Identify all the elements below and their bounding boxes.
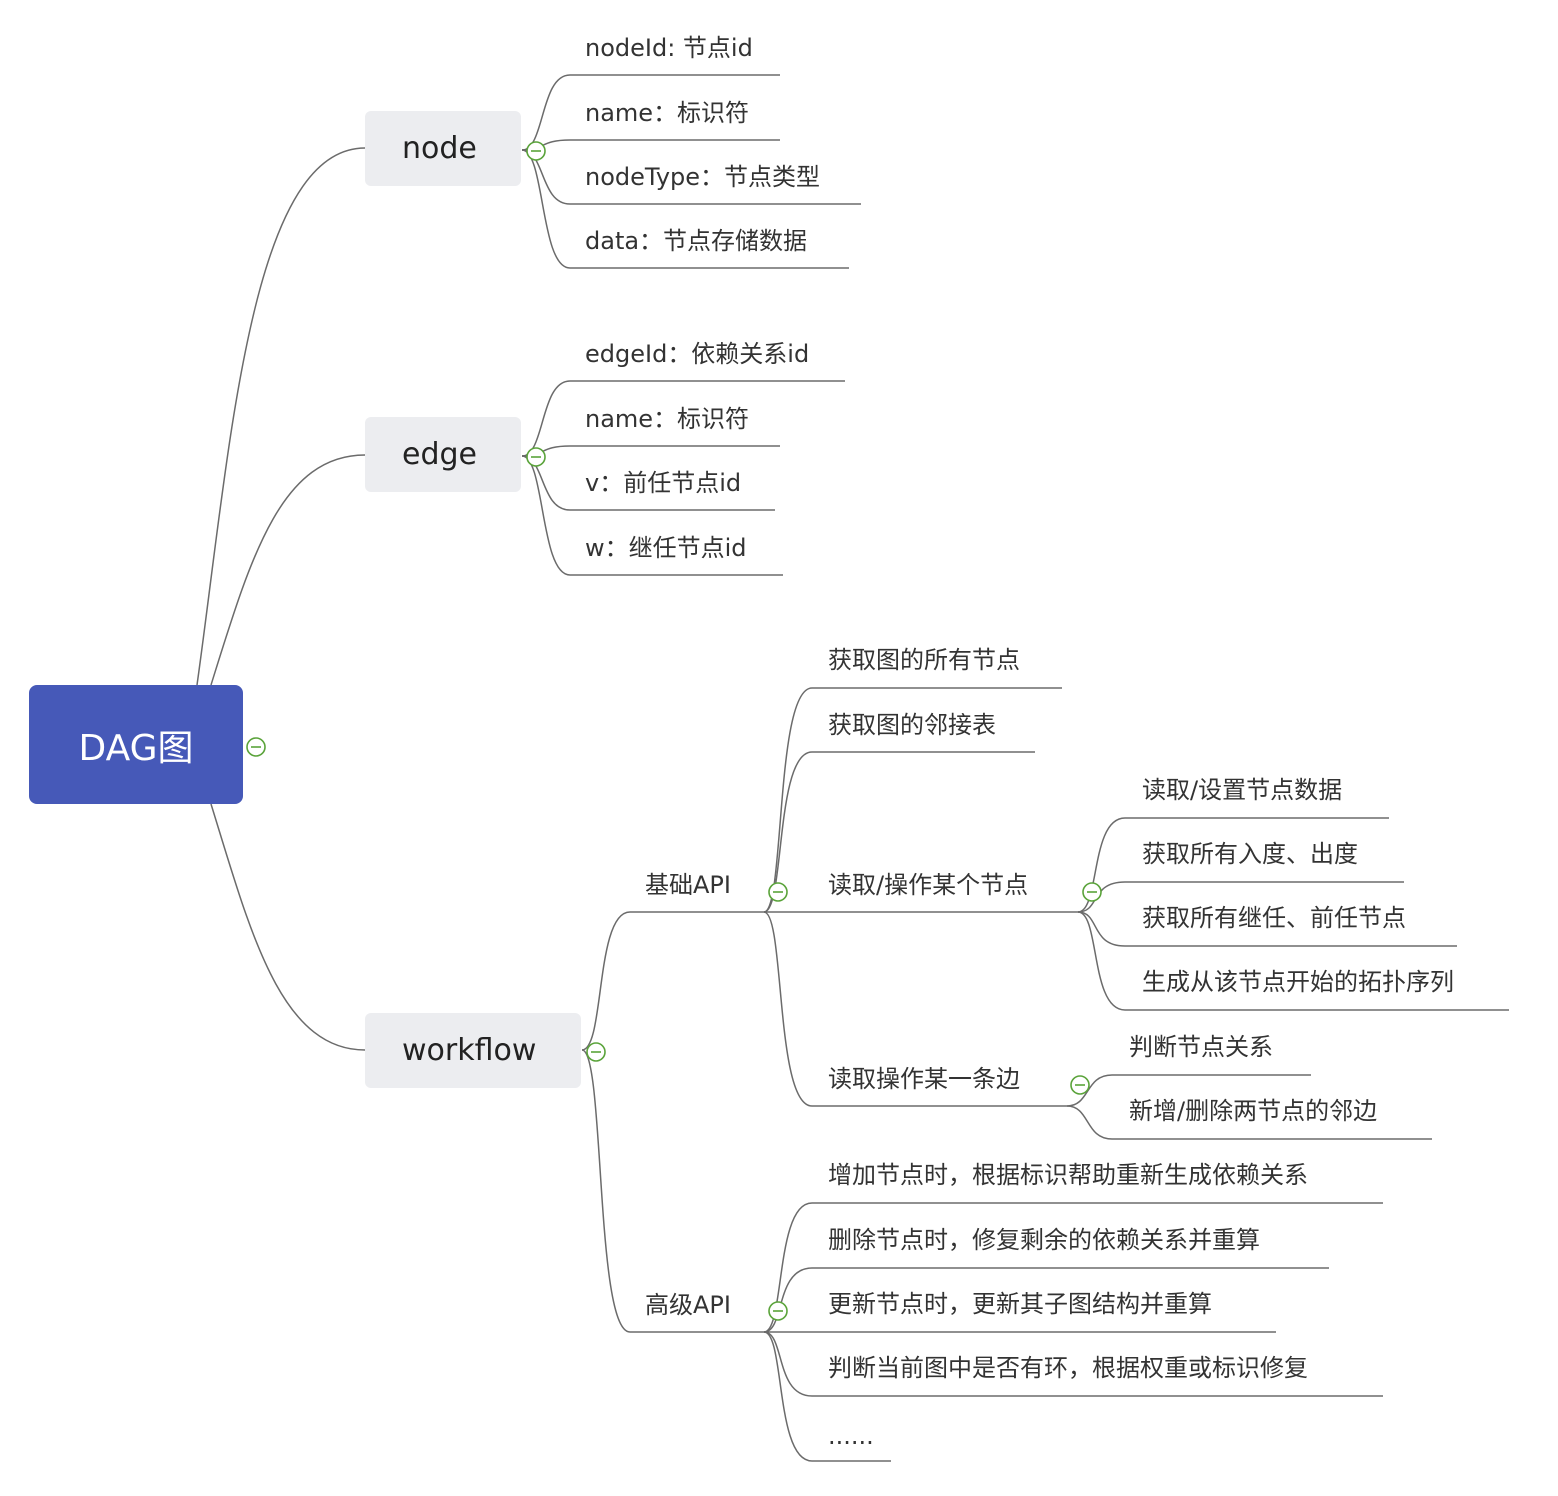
node-ops-item[interactable]: 获取所有入度、出度 [1142,840,1358,868]
edge-field-w[interactable]: w：继任节点id [585,534,747,562]
topic-edge[interactable]: edge [365,417,521,492]
node-ops-item[interactable]: 读取/设置节点数据 [1142,776,1343,804]
topic-node[interactable]: node [365,111,521,186]
root-topic[interactable]: DAG图 [29,685,243,804]
topic-advanced-api[interactable]: 高级API [645,1291,731,1319]
basic-api-item[interactable]: 获取图的邻接表 [828,711,996,739]
edge-ops-item[interactable]: 新增/删除两节点的邻边 [1129,1097,1378,1125]
node-field-data[interactable]: data：节点存储数据 [585,227,808,255]
edge-ops-item[interactable]: 判断节点关系 [1129,1033,1273,1061]
node-field-name[interactable]: name：标识符 [585,99,750,127]
topic-node-label: node [402,131,477,166]
node-ops-item[interactable]: 生成从该节点开始的拓扑序列 [1142,968,1454,996]
collapse-advanced-api-icon[interactable] [768,1301,788,1321]
collapse-node-icon[interactable] [526,141,546,161]
topic-edge-label: edge [402,437,477,472]
root-topic-label: DAG图 [78,727,194,769]
connector-root-workflow [210,803,366,1051]
advanced-api-item[interactable]: 删除节点时，修复剩余的依赖关系并重算 [828,1226,1260,1254]
edge-field-edgeid[interactable]: edgeId：依赖关系id [585,340,810,368]
topic-workflow-label: workflow [402,1033,537,1068]
node-field-nodeid[interactable]: nodeId: 节点id [585,34,753,62]
collapse-edge-icon[interactable] [526,447,546,467]
topic-edge-ops[interactable]: 读取操作某一条边 [828,1065,1020,1093]
node-ops-item[interactable]: 获取所有继任、前任节点 [1142,904,1406,932]
node-field-nodetype[interactable]: nodeType：节点类型 [585,163,821,191]
topic-node-ops[interactable]: 读取/操作某个节点 [828,871,1029,899]
collapse-edge-ops-icon[interactable] [1070,1075,1090,1095]
advanced-api-item[interactable]: ...... [828,1422,874,1450]
connector-root-node [196,147,366,686]
edge-field-name[interactable]: name：标识符 [585,405,750,433]
edge-field-v[interactable]: v：前任节点id [585,469,742,497]
topic-basic-api[interactable]: 基础API [645,871,731,899]
advanced-api-item[interactable]: 判断当前图中是否有环，根据权重或标识修复 [828,1354,1308,1382]
collapse-root-icon[interactable] [246,737,266,757]
collapse-basic-api-icon[interactable] [768,882,788,902]
basic-api-item[interactable]: 获取图的所有节点 [828,646,1020,674]
topic-workflow[interactable]: workflow [365,1013,581,1088]
collapse-node-ops-icon[interactable] [1082,882,1102,902]
advanced-api-item[interactable]: 增加节点时，根据标识帮助重新生成依赖关系 [828,1161,1308,1189]
connector-root-edge [210,454,366,686]
collapse-workflow-icon[interactable] [586,1042,606,1062]
advanced-api-item[interactable]: 更新节点时，更新其子图结构并重算 [828,1290,1212,1318]
